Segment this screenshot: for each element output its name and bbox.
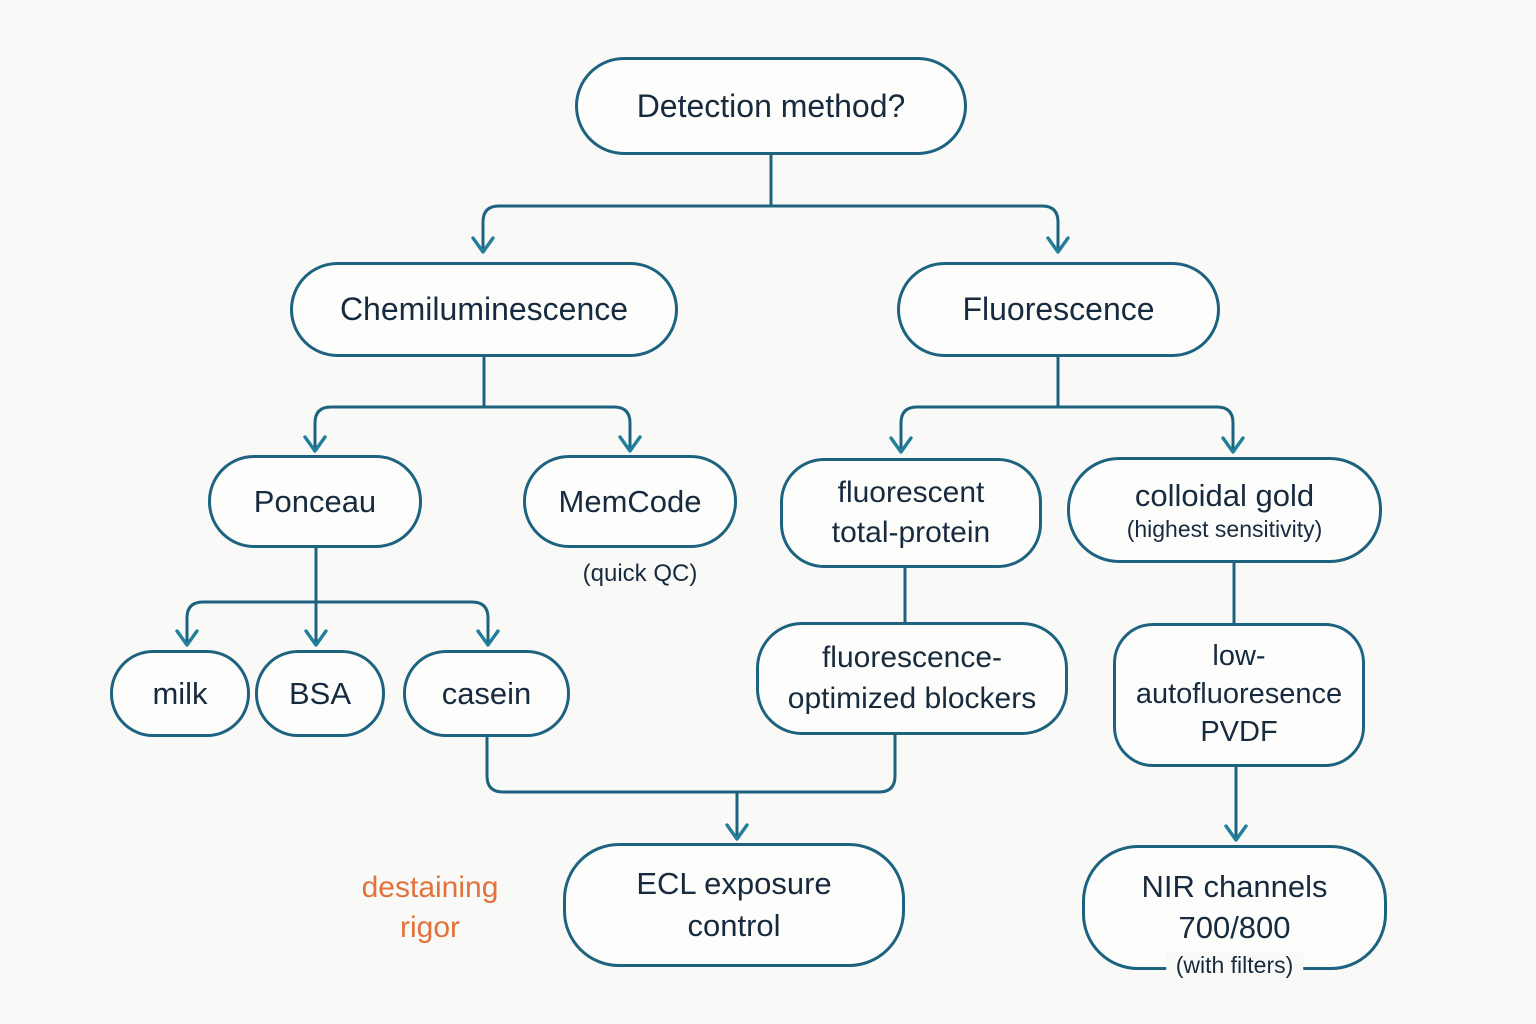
node-colloidal-gold-note: (highest sensitivity) — [1126, 515, 1323, 542]
node-nir-channels: NIR channels 700/800 (with filters) — [1082, 845, 1387, 981]
node-fluorescence-optimized-blockers-label: fluorescence- optimized blockers — [787, 641, 1037, 715]
node-ecl-exposure-control-label: ECL exposure control — [636, 866, 832, 943]
node-nir-channels-label: NIR channels 700/800 — [1141, 869, 1328, 945]
destaining-rigor-annotation: destaining rigor — [361, 871, 499, 944]
node-low-autofluoresence-pvdf-label: low- autofluoresence PVDF — [1135, 640, 1343, 748]
connector-merge-to-ecl — [485, 733, 897, 841]
node-fluorescent-total-protein: fluorescent total-protein — [780, 458, 1042, 568]
node-casein-label: casein — [441, 675, 532, 711]
node-detection-method-label: Detection method? — [636, 87, 906, 124]
node-casein: casein — [403, 650, 570, 737]
node-fluorescence-optimized-blockers: fluorescence- optimized blockers — [756, 622, 1068, 735]
node-colloidal-gold-label: colloidal gold — [1134, 477, 1315, 513]
node-fluorescent-total-protein-label: fluorescent total-protein — [831, 475, 991, 550]
node-bsa-label: BSA — [288, 675, 352, 711]
node-milk: milk — [110, 650, 250, 737]
node-chemiluminescence-label: Chemiluminescence — [339, 291, 629, 327]
connector-ponceau-to-blockers — [175, 546, 500, 647]
connector-root-to-branches — [471, 153, 1070, 254]
node-bsa: BSA — [255, 650, 385, 737]
node-memcode: MemCode — [523, 455, 737, 548]
node-low-autofluoresence-pvdf: low- autofluoresence PVDF — [1113, 623, 1365, 767]
node-fluorescence-label: Fluorescence — [962, 291, 1155, 327]
node-ponceau: Ponceau — [208, 455, 422, 548]
node-detection-method: Detection method? — [575, 57, 967, 155]
memcode-note: (quick QC) — [582, 560, 698, 587]
connector-chemi-to-branches — [303, 355, 642, 453]
connector-pvdf-to-nir — [1224, 765, 1248, 842]
node-nir-channels-note: (with filters) — [1165, 951, 1304, 981]
connector-fluor-to-branches — [889, 355, 1245, 454]
node-memcode-label: MemCode — [558, 483, 702, 519]
node-ponceau-label: Ponceau — [253, 483, 377, 519]
node-ecl-exposure-control: ECL exposure control — [563, 843, 905, 967]
node-fluorescence: Fluorescence — [897, 262, 1220, 357]
node-chemiluminescence: Chemiluminescence — [290, 262, 678, 357]
node-milk-label: milk — [152, 675, 208, 711]
node-colloidal-gold: colloidal gold (highest sensitivity) — [1067, 457, 1382, 563]
